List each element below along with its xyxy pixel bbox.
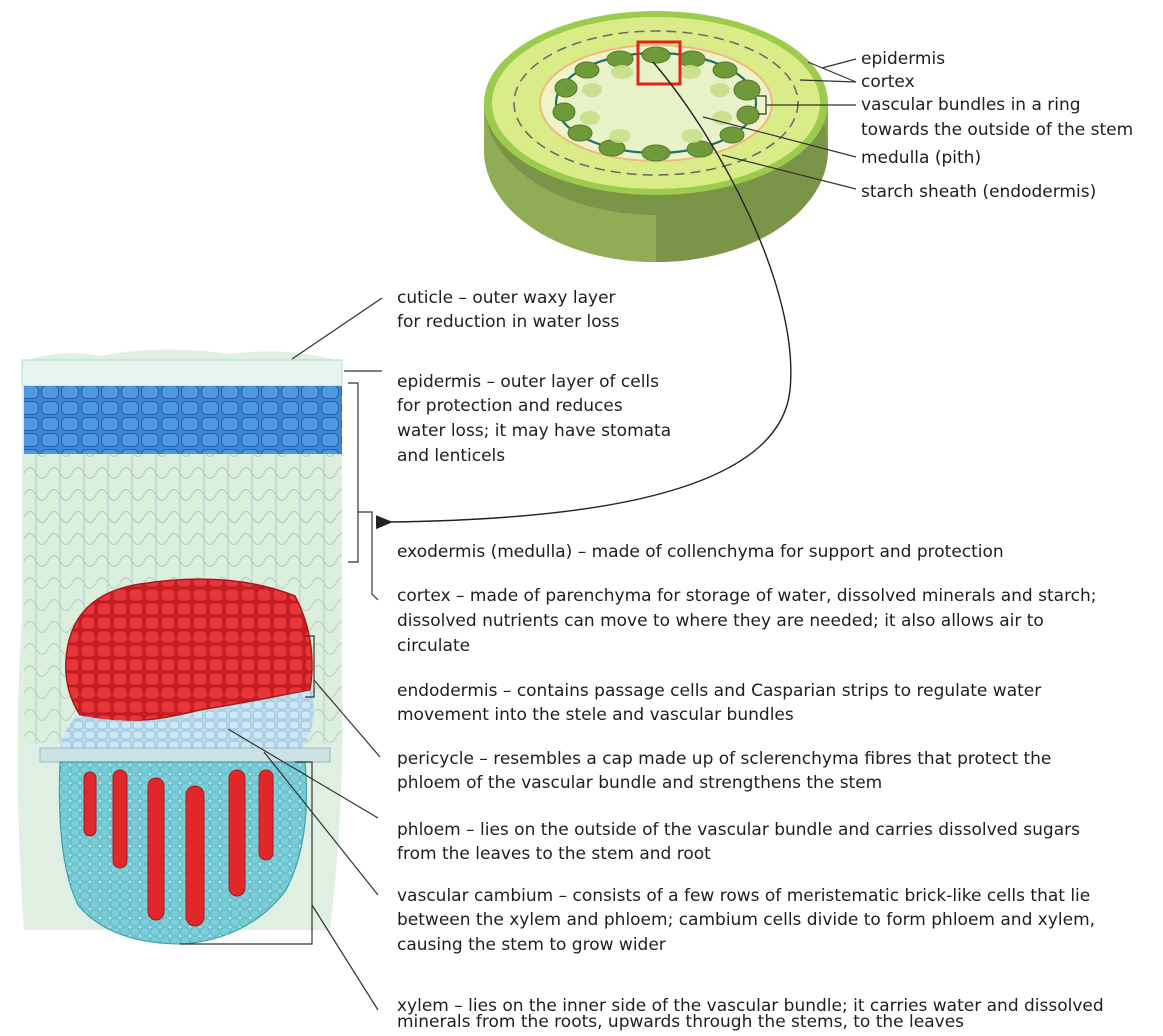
label-cortex-2: dissolved nutrients can move to where th… bbox=[397, 609, 1044, 633]
label-phloem-2: from the leaves to the stem and root bbox=[397, 842, 711, 866]
label-epidermis-4: and lenticels bbox=[397, 444, 505, 468]
label-vascular-cambium: vascular cambium – consists of a few row… bbox=[397, 884, 1090, 908]
label-cuticle: cuticle – outer waxy layer bbox=[397, 286, 616, 310]
label-exodermis: exodermis (medulla) – made of collenchym… bbox=[397, 540, 1004, 564]
epidermis-blue-layer bbox=[24, 386, 342, 454]
cambium-band bbox=[40, 748, 330, 762]
label-vascular-cambium-2: between the xylem and phloem; cambium ce… bbox=[397, 908, 1095, 932]
label-cortex-3: circulate bbox=[397, 634, 470, 658]
label-epidermis: epidermis – outer layer of cells bbox=[397, 370, 659, 394]
label-cortex: cortex – made of parenchyma for storage … bbox=[397, 584, 1097, 608]
label-epidermis-2: for protection and reduces bbox=[397, 394, 623, 418]
tissue-section bbox=[17, 349, 342, 944]
label-stem-medulla: medulla (pith) bbox=[861, 146, 981, 170]
label-stem-vascular-bundles-2: towards the outside of the stem bbox=[861, 118, 1133, 142]
label-pericycle-2: phloem of the vascular bundle and streng… bbox=[397, 771, 882, 795]
label-epidermis-3: water loss; it may have stomata bbox=[397, 419, 671, 443]
label-vascular-cambium-3: causing the stem to grow wider bbox=[397, 933, 666, 957]
label-cuticle-2: for reduction in water loss bbox=[397, 310, 619, 334]
label-pericycle: pericycle – resembles a cap made up of s… bbox=[397, 747, 1051, 771]
label-xylem-2: minerals from the roots, upwards through… bbox=[397, 1011, 964, 1033]
label-phloem: phloem – lies on the outside of the vasc… bbox=[397, 818, 1080, 842]
label-stem-epidermis: epidermis bbox=[861, 47, 945, 71]
label-endodermis-2: movement into the stele and vascular bun… bbox=[397, 703, 794, 727]
label-stem-vascular-bundles: vascular bundles in a ring bbox=[861, 93, 1081, 117]
label-stem-cortex: cortex bbox=[861, 70, 915, 94]
exodermis-layer bbox=[24, 454, 342, 574]
label-endodermis: endodermis – contains passage cells and … bbox=[397, 679, 1041, 703]
cuticle-layer bbox=[22, 360, 342, 386]
label-stem-starch-sheath: starch sheath (endodermis) bbox=[861, 180, 1096, 204]
